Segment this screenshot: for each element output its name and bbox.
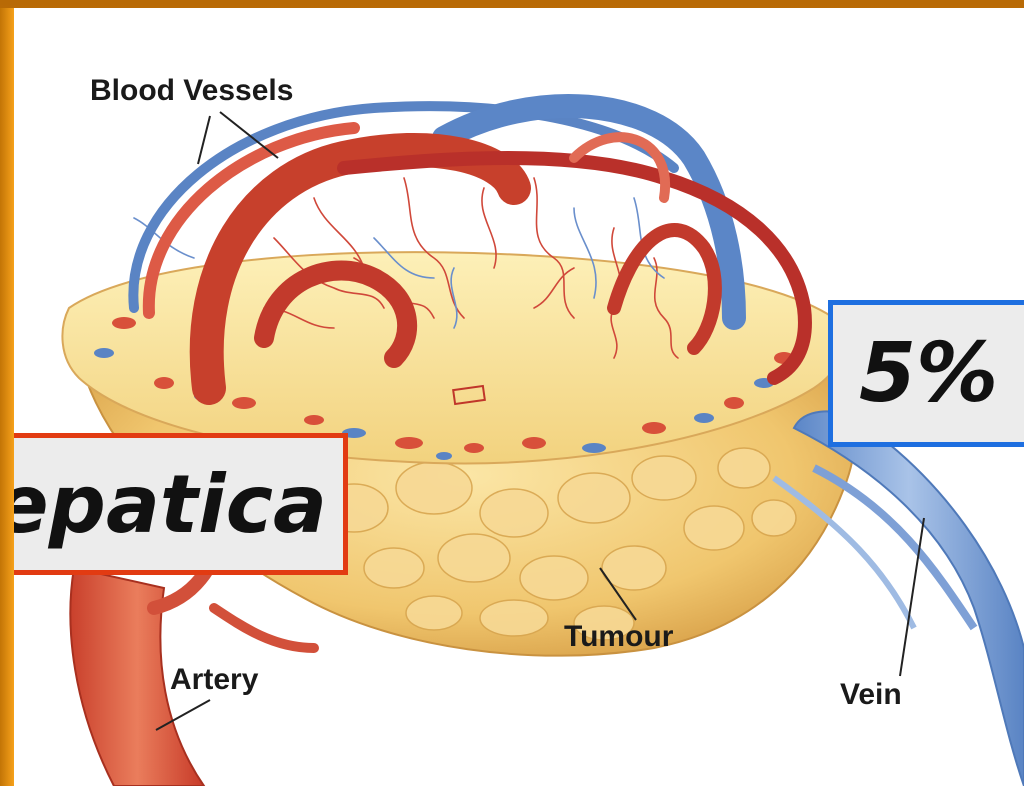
tumour-label: Tumour (564, 620, 673, 654)
vein-label: Vein (840, 678, 902, 712)
slide-canvas: Blood Vessels Tumour Artery Vein epatica… (14, 8, 1024, 786)
hepatica-callout: epatica (14, 433, 348, 575)
hepatica-callout-text: epatica (14, 458, 327, 551)
percent-callout-text: 5% (859, 326, 998, 421)
blood-vessels-label: Blood Vessels (90, 74, 293, 108)
artery-label: Artery (170, 663, 258, 697)
percent-callout: 5% (828, 300, 1024, 447)
